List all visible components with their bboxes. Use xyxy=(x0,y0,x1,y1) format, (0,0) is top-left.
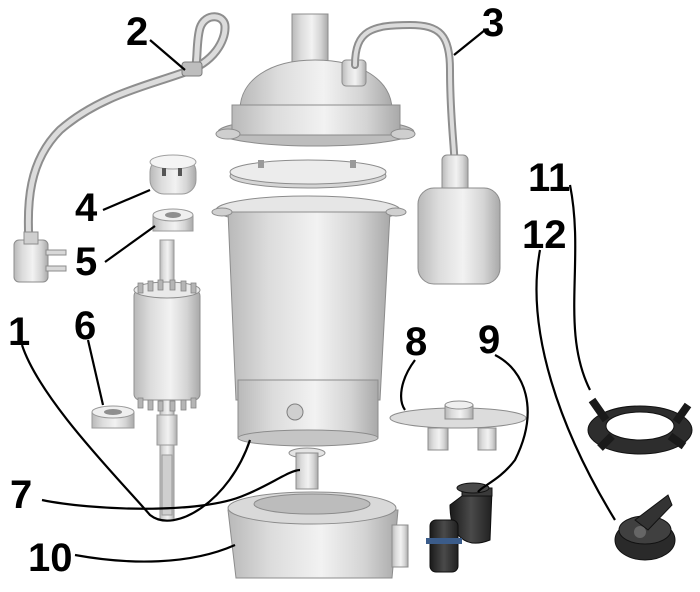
impeller xyxy=(389,400,527,451)
label-4: 4 xyxy=(75,186,98,230)
black-ring-part xyxy=(587,397,693,455)
lower-bearing xyxy=(91,405,135,429)
leader-12 xyxy=(535,249,616,521)
leader-2 xyxy=(149,39,186,71)
pump-casing xyxy=(227,491,409,579)
top-cover xyxy=(215,13,416,147)
shaft-seal xyxy=(288,447,326,490)
label-12: 12 xyxy=(522,213,567,257)
label-2: 2 xyxy=(126,10,149,54)
rotor-shaft xyxy=(133,239,201,521)
label-1: 1 xyxy=(8,310,31,354)
leader-7 xyxy=(41,468,301,510)
leader-11 xyxy=(568,184,591,391)
upper-bearing xyxy=(152,208,194,232)
leader-8 xyxy=(400,359,416,411)
label-3: 3 xyxy=(482,1,505,45)
label-11: 11 xyxy=(528,156,571,200)
leader-1 xyxy=(20,344,252,522)
black-cutter-part xyxy=(614,494,676,561)
power-cable xyxy=(23,12,230,260)
label-9: 9 xyxy=(478,318,501,362)
leader-lines xyxy=(20,29,616,563)
seal-plate xyxy=(229,159,387,189)
float-switch xyxy=(351,20,501,285)
motor-housing xyxy=(211,195,407,447)
leader-9 xyxy=(477,354,529,493)
plug xyxy=(13,231,67,283)
leader-4 xyxy=(102,188,151,212)
label-10: 10 xyxy=(28,536,73,580)
label-6: 6 xyxy=(74,304,97,348)
hose-elbow xyxy=(426,482,493,573)
leader-3 xyxy=(453,29,486,56)
label-7: 7 xyxy=(10,473,33,517)
label-8: 8 xyxy=(405,320,428,364)
leader-5 xyxy=(104,225,156,263)
leader-6 xyxy=(86,339,105,406)
label-5: 5 xyxy=(75,240,98,284)
terminal-block xyxy=(149,154,197,195)
leader-10 xyxy=(74,543,236,563)
cable-clamp xyxy=(181,61,203,77)
